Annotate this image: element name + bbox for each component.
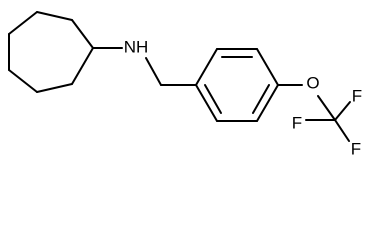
fluorine-label-left: F (292, 113, 302, 132)
amine-label: NH (124, 37, 149, 56)
aromatic-bond (256, 48, 279, 86)
ring-bond (71, 19, 94, 49)
c-f-bond (334, 119, 350, 142)
o-c-bond (317, 95, 336, 121)
benzene-ring (195, 48, 279, 122)
c-f-bond (334, 101, 351, 121)
fluorine-label-bottom: F (351, 139, 361, 158)
n-ch2-bond (145, 57, 162, 86)
double-bond-inner (204, 84, 222, 114)
ring-bond (36, 11, 73, 21)
ring-bond (8, 11, 38, 35)
ring-bond (8, 69, 38, 93)
fluorine-label-top: F (352, 86, 362, 105)
aromatic-bond (195, 48, 218, 86)
aromatic-bond (195, 84, 218, 122)
ring-bond (71, 47, 94, 85)
ring-bond (36, 83, 73, 93)
molecule-canvas: NH O F F F (8, 11, 363, 159)
double-bond-inner (252, 84, 270, 114)
cycloheptane-ring (8, 11, 94, 93)
ether-oxygen-label: O (306, 73, 319, 92)
aromatic-bond (256, 84, 279, 122)
molecule-structure: NH O F F F (8, 11, 362, 158)
